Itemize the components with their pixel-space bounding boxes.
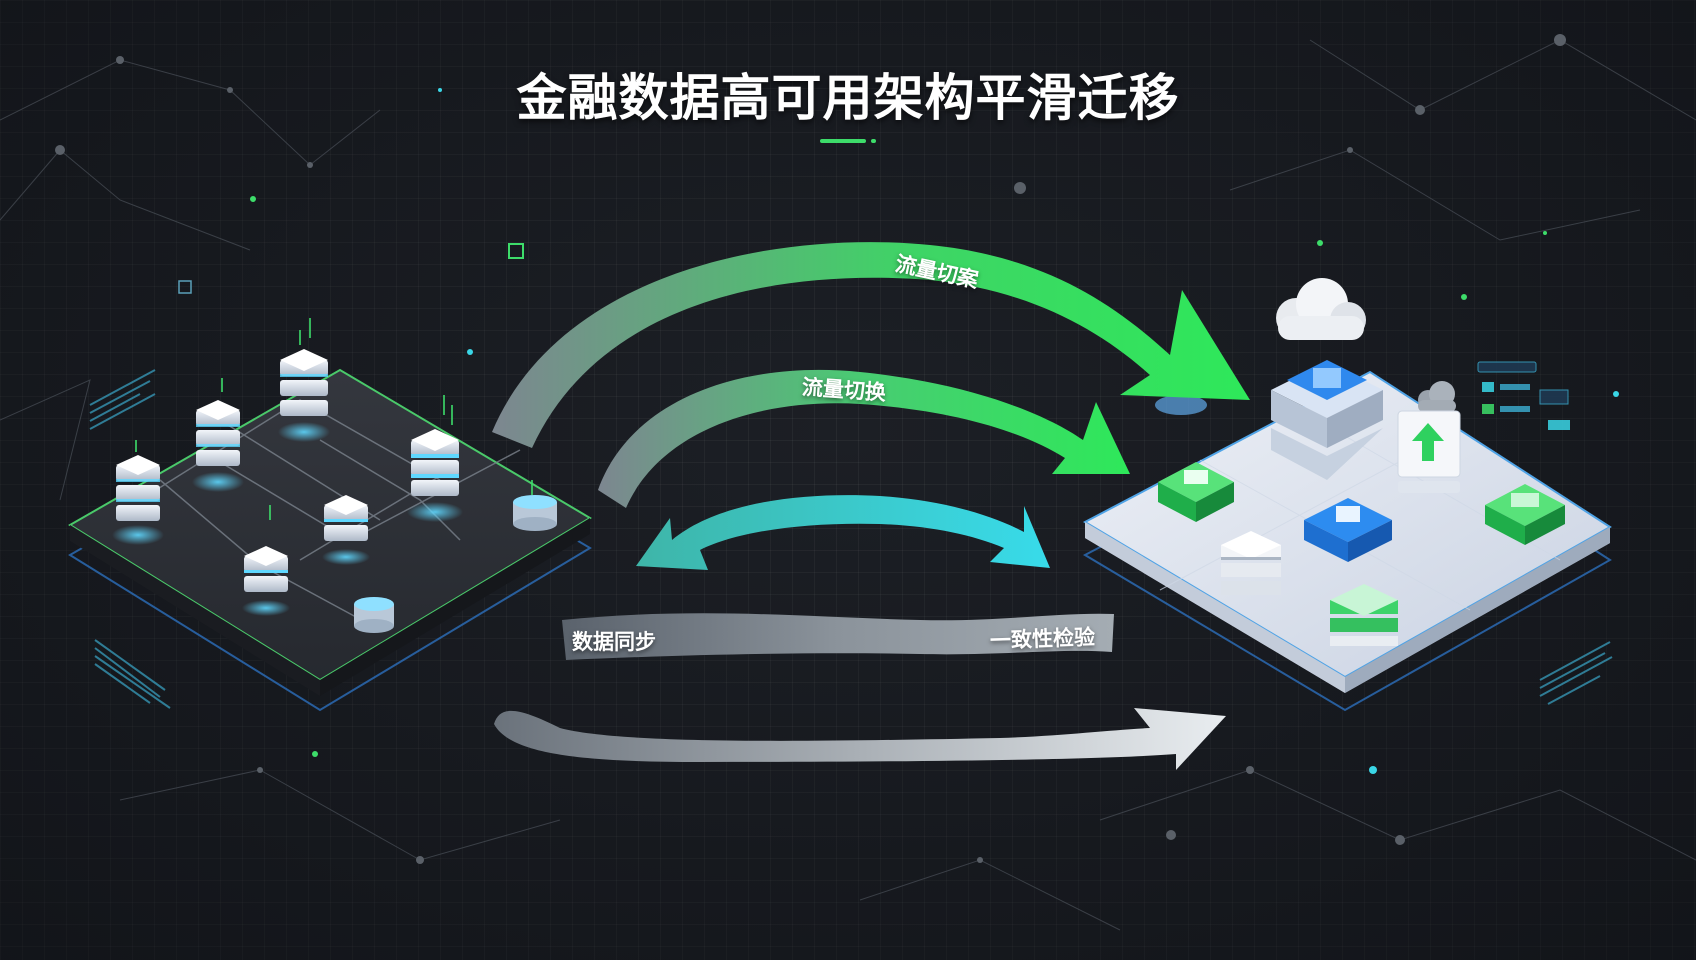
cloud-icon (1276, 278, 1366, 340)
switch-label: 流量切换 (801, 375, 887, 405)
green-server-stack (1330, 584, 1398, 646)
sync-label: 数据同步 (572, 630, 656, 654)
data-bars-right (1539, 641, 1613, 705)
small-chip-icon (508, 243, 524, 259)
server-stack (112, 455, 164, 545)
sparkle-dots-cyan (438, 88, 1619, 774)
core-server-block (1271, 360, 1383, 480)
blue-storage-node (1304, 498, 1392, 562)
title-underline (820, 139, 866, 143)
green-server-node (1485, 484, 1565, 545)
server-stack (322, 495, 370, 565)
database-cylinder (354, 597, 394, 633)
server-stack (278, 349, 330, 442)
switch-arrow (598, 369, 1130, 508)
green-server-node (1158, 462, 1234, 522)
small-cloud-icon (1418, 381, 1456, 412)
sparkle-dots (250, 196, 1547, 757)
server-stack (242, 546, 290, 616)
data-streaks (135, 318, 533, 520)
sync-verify-band (562, 613, 1114, 660)
migration-arrow (494, 708, 1226, 770)
bidirectional-arrow (636, 495, 1050, 570)
white-server-stack (1221, 531, 1281, 595)
data-bars-left (89, 369, 171, 709)
server-stack (192, 400, 244, 492)
server-stack (407, 429, 463, 522)
upload-monitor (1397, 410, 1461, 493)
cutover-arrow (492, 242, 1250, 448)
glow-puck (1155, 395, 1207, 415)
title-dot (871, 139, 876, 143)
small-chip-icon-2 (178, 280, 192, 294)
page-title: 金融数据高可用架构平滑迁移 (516, 69, 1180, 127)
floating-dashboards (1477, 361, 1570, 430)
network-nodes (55, 34, 1566, 864)
verify-label: 一致性检验 (989, 625, 1096, 653)
database-cylinder (513, 495, 557, 531)
